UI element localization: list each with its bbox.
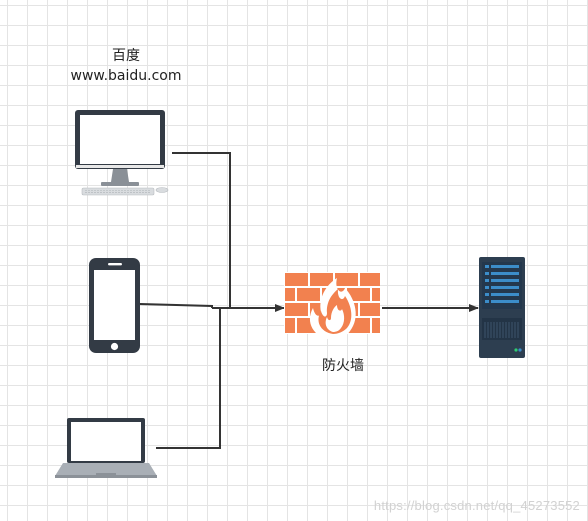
desktop-computer-icon (75, 110, 169, 196)
site-url: www.baidu.com (70, 68, 182, 84)
firewall-icon (284, 272, 380, 340)
connectors (139, 152, 479, 449)
smartphone-icon (89, 258, 140, 353)
connector-phone (139, 303, 213, 308)
watermark: https://blog.csdn.net/qq_45273552 (373, 498, 580, 513)
site-title: 百度 (112, 48, 140, 64)
laptop-icon (55, 418, 157, 478)
connector-laptop (156, 308, 221, 449)
connector-desktop (172, 152, 231, 308)
firewall-label: 防火墙 (322, 358, 364, 374)
server-icon (479, 257, 525, 358)
